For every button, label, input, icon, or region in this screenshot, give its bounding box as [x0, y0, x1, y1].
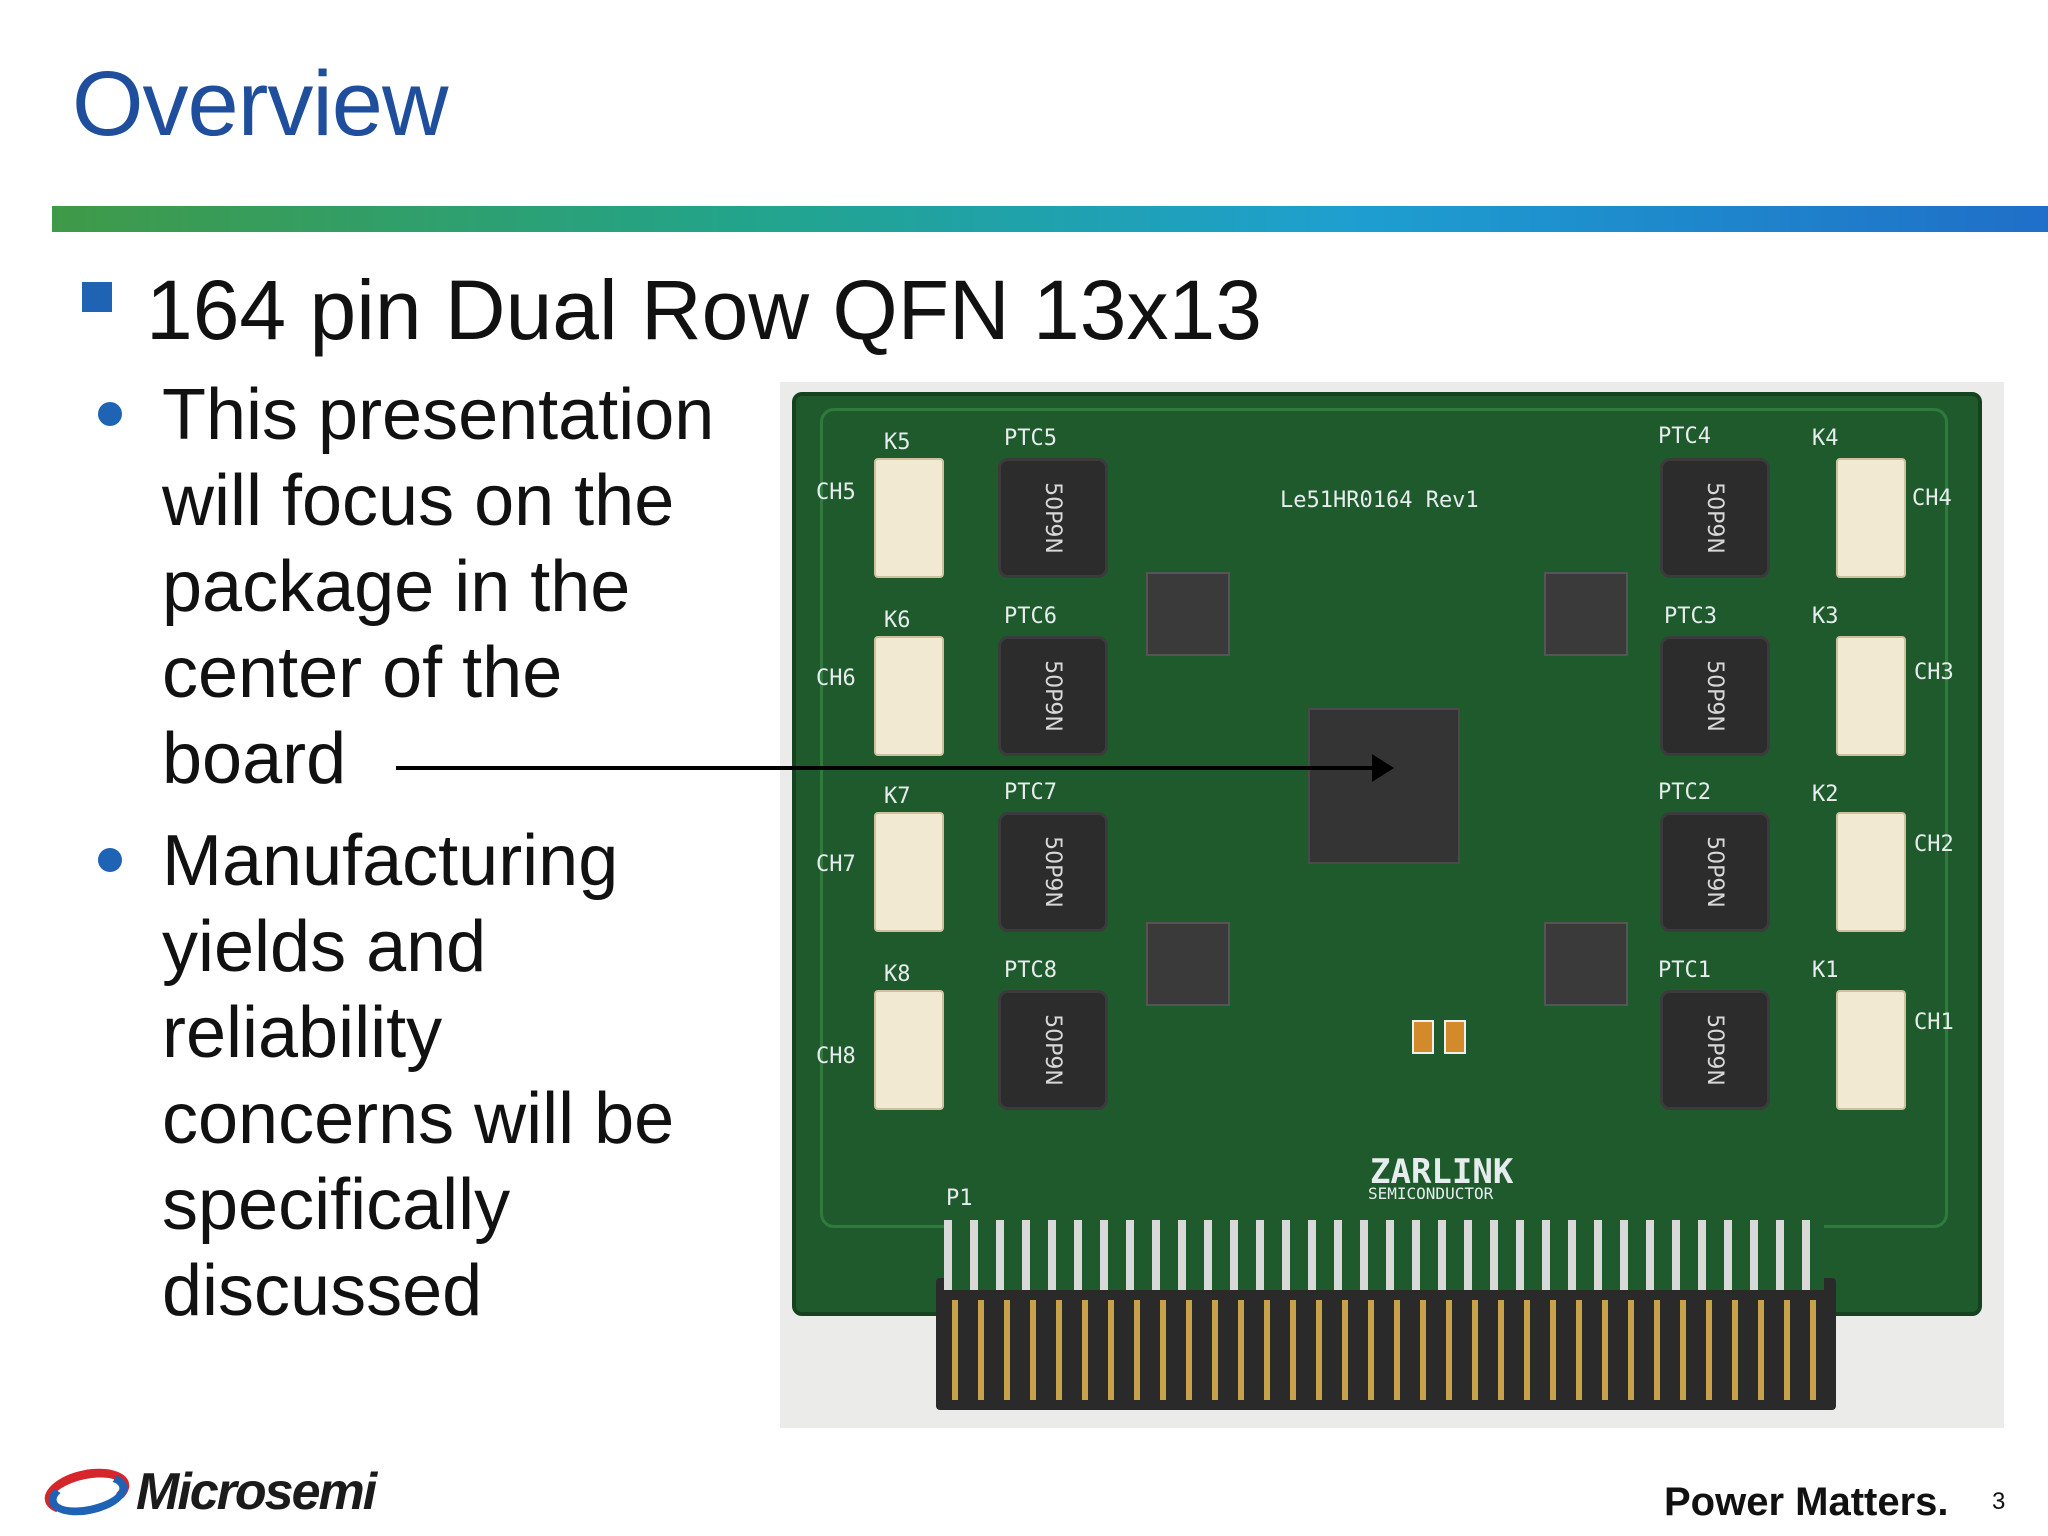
chip-marking: 50P9N: [1702, 836, 1728, 908]
inductor-component: 50P9N: [1660, 812, 1770, 932]
dot-bullet-icon: [98, 848, 122, 872]
channel-label: CH5: [816, 480, 856, 505]
title-rule: [52, 206, 2048, 232]
main-bullet-text: 164 pin Dual Row QFN 13x13: [146, 263, 1262, 357]
relay-label: K4: [1812, 426, 1839, 451]
channel-label: CH8: [816, 1044, 856, 1069]
dot-bullet-icon: [98, 402, 122, 426]
relay-label: K5: [884, 430, 911, 455]
relay-label: K1: [1812, 958, 1839, 983]
connector-solder-pads: [944, 1220, 1824, 1290]
channel-label: CH1: [1914, 1010, 1954, 1035]
inductor-component: 50P9N: [998, 458, 1108, 578]
small-ic: [1146, 922, 1230, 1006]
sub-bullet-item: Manufacturing yields and reliability con…: [98, 818, 778, 1334]
slide-title: Overview: [72, 53, 448, 155]
ptc-label: PTC7: [1004, 780, 1057, 805]
sub-bullet-text: Manufacturing yields and reliability con…: [162, 821, 675, 1331]
relay-component: [1836, 812, 1906, 932]
company-logo: Microsemi: [40, 1461, 377, 1523]
channel-label: CH4: [1912, 486, 1952, 511]
pointer-arrow-head-icon: [1372, 754, 1394, 782]
connector-label: P1: [946, 1186, 973, 1211]
relay-label: K2: [1812, 782, 1839, 807]
chip-marking: 50P9N: [1702, 482, 1728, 554]
channel-label: CH3: [1914, 660, 1954, 685]
relay-component: [1836, 636, 1906, 756]
relay-component: [874, 458, 944, 578]
relay-label: K8: [884, 962, 911, 987]
ptc-label: PTC6: [1004, 604, 1057, 629]
inductor-component: 50P9N: [1660, 636, 1770, 756]
inductor-component: 50P9N: [998, 990, 1108, 1110]
chip-marking: 50P9N: [1040, 1014, 1066, 1086]
page-number: 3: [1992, 1488, 2006, 1515]
connector-pins: [952, 1300, 1820, 1400]
inductor-component: 50P9N: [1660, 458, 1770, 578]
relay-label: K6: [884, 608, 911, 633]
small-ic: [1544, 922, 1628, 1006]
board-maker-label: ZARLINK: [1370, 1152, 1514, 1192]
chip-marking: 50P9N: [1040, 660, 1066, 732]
channel-label: CH2: [1914, 832, 1954, 857]
chip-marking: 50P9N: [1040, 836, 1066, 908]
relay-component: [874, 812, 944, 932]
small-ic: [1544, 572, 1628, 656]
logo-text: Microsemi: [136, 1463, 377, 1521]
sub-bullet-list: This presentation will focus on the pack…: [98, 372, 778, 1338]
inductor-component: 50P9N: [1660, 990, 1770, 1110]
relay-component: [1836, 990, 1906, 1110]
main-bullet: 164 pin Dual Row QFN 13x13: [82, 262, 1262, 359]
ptc-label: PTC1: [1658, 958, 1711, 983]
ptc-label: PTC2: [1658, 780, 1711, 805]
inductor-component: 50P9N: [998, 636, 1108, 756]
relay-component: [874, 636, 944, 756]
board-maker-sub-label: SEMICONDUCTOR: [1368, 1184, 1494, 1203]
sub-bullet-text: This presentation will focus on the pack…: [162, 375, 715, 799]
relay-component: [1836, 458, 1906, 578]
ptc-label: PTC8: [1004, 958, 1057, 983]
pointer-arrow-line: [396, 766, 1384, 770]
relay-label: K7: [884, 784, 911, 809]
ptc-label: PTC4: [1658, 424, 1711, 449]
chip-marking: 50P9N: [1702, 1014, 1728, 1086]
microsemi-logo-icon: [40, 1461, 134, 1523]
relay-label: K3: [1812, 604, 1839, 629]
small-ic: [1146, 572, 1230, 656]
ptc-label: PTC3: [1664, 604, 1717, 629]
channel-label: CH7: [816, 852, 856, 877]
chip-marking: 50P9N: [1040, 482, 1066, 554]
capacitor: [1444, 1020, 1466, 1054]
square-bullet-icon: [82, 281, 112, 312]
relay-component: [874, 990, 944, 1110]
board-id-label: Le51HR0164 Rev1: [1280, 488, 1479, 513]
channel-label: CH6: [816, 666, 856, 691]
inductor-component: 50P9N: [998, 812, 1108, 932]
ptc-label: PTC5: [1004, 426, 1057, 451]
sub-bullet-item: This presentation will focus on the pack…: [98, 372, 778, 802]
chip-marking: 50P9N: [1702, 660, 1728, 732]
tagline: Power Matters.: [1664, 1480, 1949, 1524]
center-qfn-package: [1308, 708, 1460, 864]
capacitor: [1412, 1020, 1434, 1054]
